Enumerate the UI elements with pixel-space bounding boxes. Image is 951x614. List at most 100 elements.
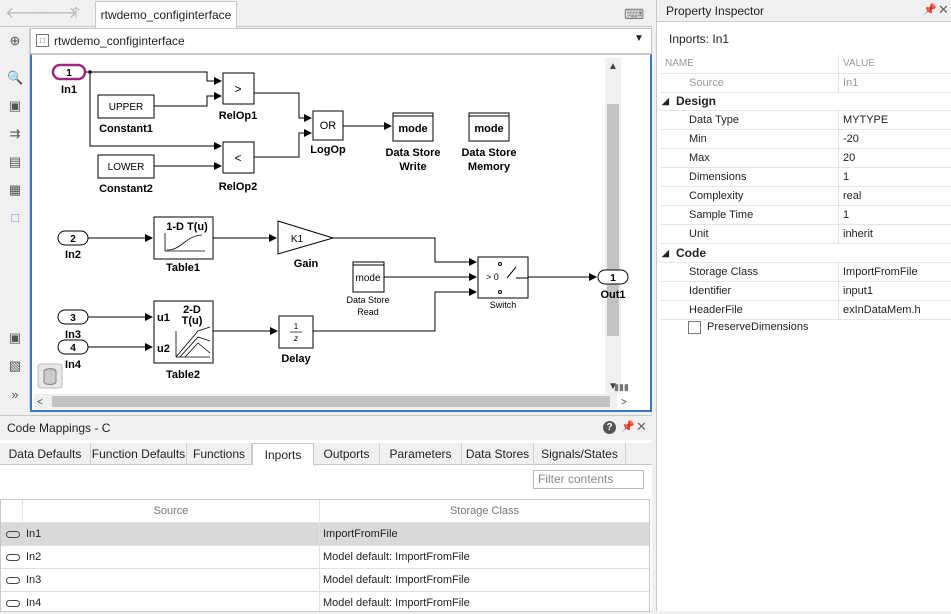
inport-in2[interactable]: 2 In2 [57, 230, 89, 261]
relop1-block[interactable]: > RelOp1 [219, 72, 258, 122]
pin-icon[interactable]: 📌 [923, 4, 937, 16]
model-browser-icon[interactable]: ▧ [8, 358, 22, 373]
tab-outports[interactable]: Outports [314, 443, 380, 465]
property-value[interactable]: ImportFromFile [843, 266, 918, 278]
keyboard-icon[interactable]: ⌨ [624, 6, 645, 22]
code-row[interactable]: HeaderFile exInDataMem.h [660, 301, 951, 320]
chevron-down-icon[interactable]: ▼ [634, 33, 644, 44]
preserve-dimensions-checkbox[interactable] [688, 321, 701, 334]
data-store-write-block[interactable]: mode Data Store Write [385, 112, 441, 173]
design-row[interactable]: Min-20 [660, 130, 951, 149]
table2-block[interactable]: 2-D T(u) u1 u2 Table2 [153, 300, 214, 381]
arrow-route-icon[interactable]: ⇉ [9, 126, 21, 141]
tab-parameters[interactable]: Parameters [380, 443, 462, 465]
gain-block[interactable]: K1 Gain [277, 220, 335, 270]
camera-icon[interactable]: ▣ [8, 330, 22, 345]
model-address-bar[interactable]: □ rtwdemo_configinterface ▼ [30, 28, 652, 54]
constant2-block[interactable]: LOWER Constant2 [97, 154, 155, 195]
forward-arrow-icon[interactable]: 🡒 [35, 5, 78, 22]
tab-signals-states[interactable]: Signals/States [534, 443, 626, 465]
svg-text:Table1: Table1 [166, 262, 200, 274]
code-group[interactable]: ◢ Code [660, 244, 951, 263]
inport-in1[interactable]: 1 In1 [51, 63, 87, 96]
property-value[interactable]: input1 [843, 285, 873, 297]
filter-input[interactable]: Filter contents [533, 470, 644, 489]
property-value[interactable]: exInDataMem.h [843, 304, 921, 316]
up-arrow-icon[interactable]: 🡑 [71, 5, 81, 22]
data-store-read-block[interactable]: mode Data Store Read [346, 261, 390, 317]
property-value[interactable]: -20 [843, 133, 859, 145]
image-icon[interactable]: ▦ [8, 182, 22, 197]
delay-block[interactable]: 1 z Delay [278, 315, 314, 365]
col-source-header[interactable]: Source [23, 500, 320, 521]
property-name: HeaderFile [689, 304, 743, 316]
constant1-block[interactable]: UPPER Constant1 [97, 94, 155, 135]
property-value[interactable]: MYTYPE [843, 114, 889, 126]
tab-inports[interactable]: Inports [252, 443, 314, 466]
property-value[interactable]: 1 [843, 209, 850, 221]
tab-functions[interactable]: Functions [187, 443, 252, 465]
back-arrow-icon[interactable]: 🡐 [5, 5, 48, 22]
col-storage-header[interactable]: Storage Class [449, 505, 520, 517]
property-value[interactable]: 1 [843, 171, 850, 183]
design-row[interactable]: Dimensions 1 [660, 168, 951, 187]
table1-block[interactable]: 1-D T(u) Table1 [153, 216, 214, 274]
svg-text:2-D: 2-D [183, 304, 201, 316]
property-value[interactable]: real [843, 190, 862, 202]
annotation-icon[interactable]: ▤ [8, 154, 22, 169]
svg-text:mode: mode [474, 123, 503, 135]
svg-text:In1: In1 [61, 84, 77, 96]
inport-in4[interactable]: 4 In4 [57, 339, 89, 371]
design-group[interactable]: ◢ Design [660, 92, 951, 111]
svg-text:RelOp1: RelOp1 [219, 110, 258, 122]
tab-model[interactable]: rtwdemo_configinterface [95, 1, 237, 28]
row-storage-class[interactable]: Model default: ImportFromFile [323, 551, 470, 563]
close-icon[interactable]: ✕ [636, 419, 647, 434]
collapse-icon[interactable]: ◢ [662, 96, 669, 106]
row-storage-class[interactable]: ImportFromFile [323, 528, 398, 540]
data-store-memory-block[interactable]: mode Data Store Memory [461, 112, 517, 173]
col-value-header: VALUE [843, 58, 876, 69]
row-storage-class[interactable]: Model default: ImportFromFile [323, 574, 470, 586]
inport-in3[interactable]: 3 In3 [57, 309, 89, 341]
tab-function-defaults[interactable]: Function Defaults [91, 443, 187, 465]
svg-text:Write: Write [399, 161, 426, 173]
model-canvas[interactable]: ▲ ▼ < > ▮▮▮ 1 In1 UPPER Constant1 LOWER … [30, 54, 652, 412]
fit-to-view-icon[interactable]: ▣ [8, 98, 22, 113]
switch-block[interactable]: > 0 Switch [477, 256, 529, 310]
relop2-block[interactable]: < RelOp2 [219, 141, 258, 193]
expand-icon[interactable]: » [11, 387, 19, 402]
svg-text:Constant2: Constant2 [99, 183, 153, 195]
help-icon[interactable]: ? [603, 421, 616, 434]
svg-text:> 0: > 0 [486, 272, 499, 282]
zoom-in-icon[interactable]: 🔍 [7, 70, 24, 85]
database-icon[interactable] [37, 363, 63, 389]
outport-out1[interactable]: 1 Out1 [597, 269, 629, 301]
tab-data-stores[interactable]: Data Stores [462, 443, 534, 465]
property-value[interactable]: inherit [843, 228, 873, 240]
tab-data-defaults[interactable]: Data Defaults [0, 443, 91, 465]
hide-browser-icon[interactable]: ⊕ [9, 33, 21, 48]
svg-text:u2: u2 [157, 343, 170, 355]
svg-text:mode: mode [398, 123, 427, 135]
property-value[interactable]: 20 [843, 152, 856, 164]
logop-block[interactable]: OR LogOp [310, 110, 346, 156]
close-icon[interactable]: ✕ [938, 2, 949, 17]
collapse-icon[interactable]: ◢ [662, 248, 669, 258]
row-storage-class[interactable]: Model default: ImportFromFile [323, 597, 470, 609]
area-icon[interactable]: □ [11, 210, 19, 225]
property-name: Dimensions [689, 171, 747, 183]
pin-icon[interactable]: 📌 [621, 421, 635, 433]
svg-text:Data Store: Data Store [385, 147, 440, 159]
